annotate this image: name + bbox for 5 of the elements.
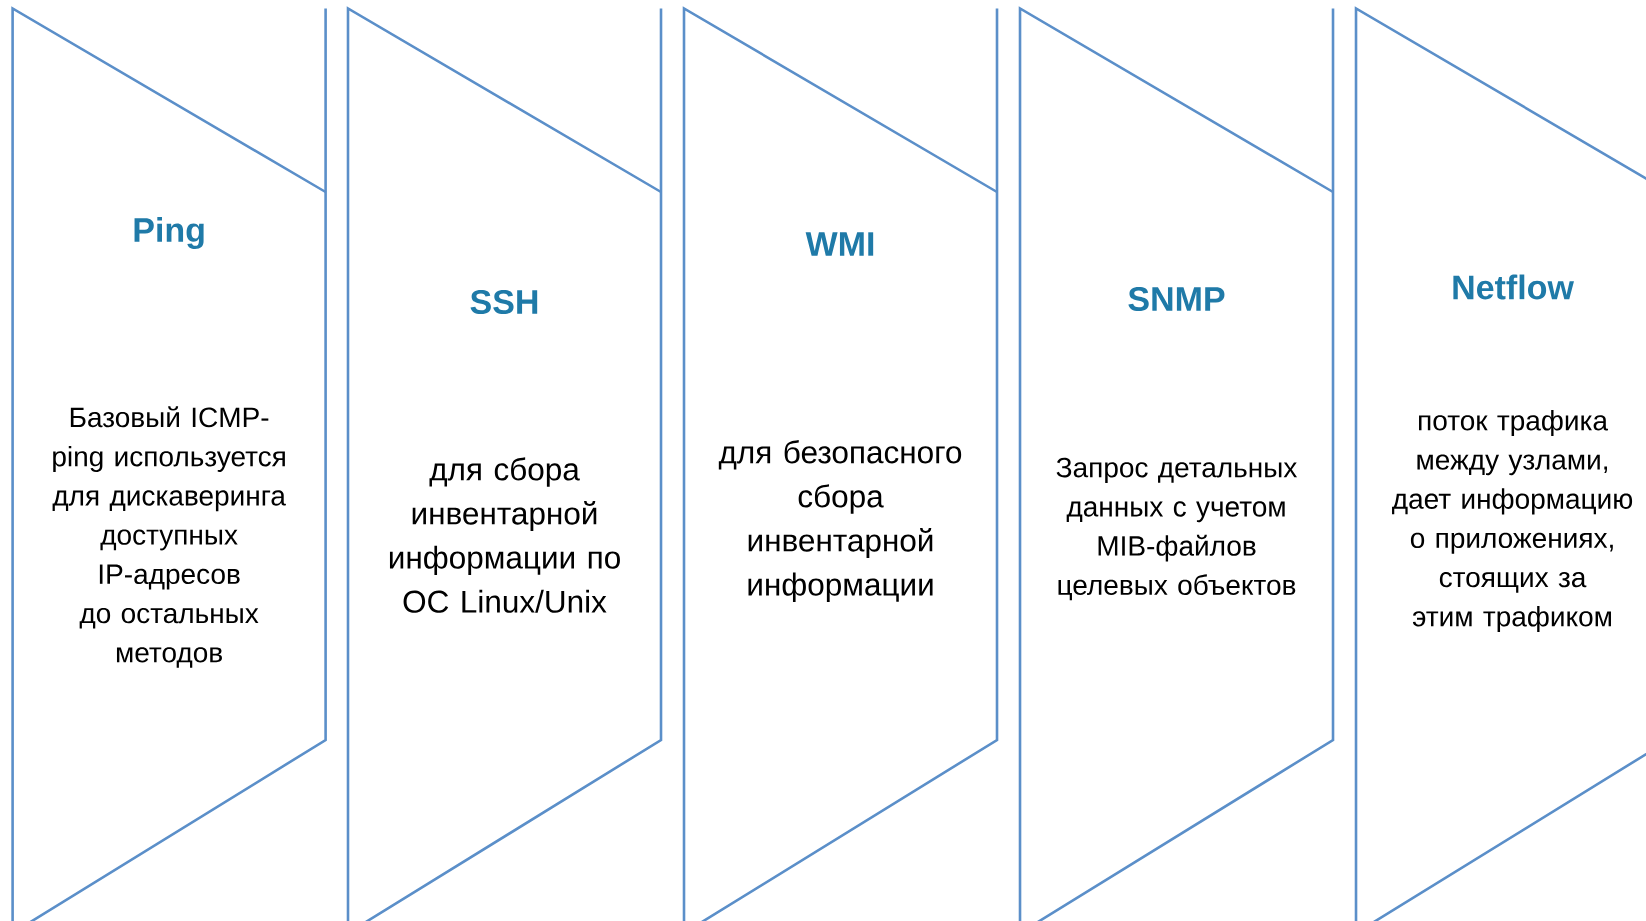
- trapezoid-panel: WMI для безопасного сбора инвентарной информации: [682, 6, 999, 921]
- trapezoid-panel: Ping Базовый ICMP-ping используется для дискаверинга доступных IP-адресов до остальных методов: [11, 6, 327, 921]
- trapezoid-panel: SSH для сбора инвентарной информации по ОС Linux/Unix: [346, 6, 663, 921]
- trapezoid-panel: Netflow поток трафика между узлами, дает информацию о приложениях, стоящих за этим трафиком: [1354, 6, 1646, 921]
- trapezoid-panel: SNMP Запрос детальных данных с учетом MIB-файлов целевых объектов: [1018, 6, 1335, 921]
